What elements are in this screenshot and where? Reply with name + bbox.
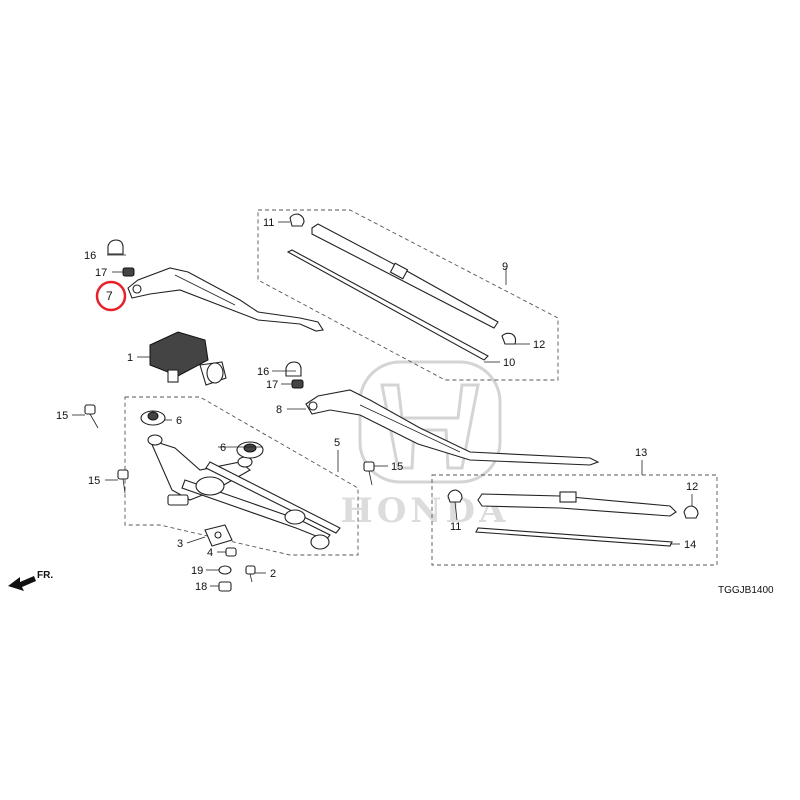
- callout-3[interactable]: 3: [177, 538, 183, 550]
- callout-16[interactable]: 16: [84, 250, 96, 262]
- watermark-text: HONDA: [341, 491, 510, 531]
- wiper-linkage[interactable]: [147, 434, 341, 550]
- wiper-arm-driver[interactable]: [127, 267, 324, 332]
- wiper-motor[interactable]: [149, 331, 227, 386]
- callout-2[interactable]: 2: [270, 568, 276, 580]
- bolt-2: [245, 565, 256, 583]
- callout-11[interactable]: 11: [263, 217, 274, 229]
- callout-18[interactable]: 18: [195, 581, 207, 593]
- callout-12[interactable]: 12: [686, 481, 698, 493]
- callout-7[interactable]: 7: [106, 289, 113, 303]
- bracket-3: [204, 524, 233, 547]
- callout-8[interactable]: 8: [276, 404, 282, 416]
- wiper-blade-upper[interactable]: [289, 213, 517, 345]
- callout-4[interactable]: 4: [207, 547, 213, 559]
- callout-13[interactable]: 13: [635, 447, 647, 459]
- callout-1[interactable]: 1: [127, 352, 133, 364]
- callout-6[interactable]: 6: [220, 442, 226, 454]
- leader-lines: [72, 221, 693, 587]
- callout-10[interactable]: 10: [503, 357, 515, 369]
- wiper-blade-lower[interactable]: [447, 489, 699, 519]
- group-box-9-10: [257, 209, 559, 381]
- bolt-15b: [117, 469, 129, 494]
- cap-16-top: [107, 239, 124, 255]
- highlight-ring-7: [95, 280, 127, 312]
- callout-15[interactable]: 15: [391, 461, 403, 473]
- callout-12[interactable]: 12: [533, 339, 545, 351]
- nut-18: [218, 581, 232, 592]
- callout-17[interactable]: 17: [266, 379, 278, 391]
- grommet-6a: [140, 410, 166, 426]
- callout-9[interactable]: 9: [502, 261, 508, 273]
- group-box-13: [431, 474, 718, 566]
- callout-11[interactable]: 11: [450, 521, 461, 533]
- grommet-6b: [236, 441, 264, 459]
- callout-17[interactable]: 17: [95, 267, 107, 279]
- direction-label: FR.: [37, 570, 53, 581]
- washer-19: [218, 565, 232, 575]
- nut-17-mid: [291, 379, 304, 389]
- wiper-arm-passenger[interactable]: [305, 389, 600, 466]
- callout-15[interactable]: 15: [88, 475, 100, 487]
- bolt-15a: [84, 404, 99, 429]
- group-box-5: [124, 396, 359, 556]
- bolt-15c: [363, 461, 375, 486]
- callout-6[interactable]: 6: [176, 415, 182, 427]
- front-direction-arrow: FR.: [8, 570, 53, 591]
- callout-19[interactable]: 19: [191, 565, 203, 577]
- blade-rubber-lower[interactable]: [475, 527, 673, 547]
- nut-17-top: [122, 267, 135, 277]
- cap-16-mid: [285, 361, 302, 377]
- callout-14[interactable]: 14: [684, 539, 696, 551]
- callout-15[interactable]: 15: [56, 410, 68, 422]
- callout-labels: 16 17 7 1 15 6 6 15 16 17 8 11 9 12 10 5…: [56, 217, 698, 593]
- blade-rubber-upper[interactable]: [286, 249, 489, 361]
- callout-5[interactable]: 5: [334, 437, 340, 449]
- nut-4: [225, 547, 237, 557]
- callout-16[interactable]: 16: [257, 366, 269, 378]
- diagram-code: TGGJB1400: [718, 585, 774, 596]
